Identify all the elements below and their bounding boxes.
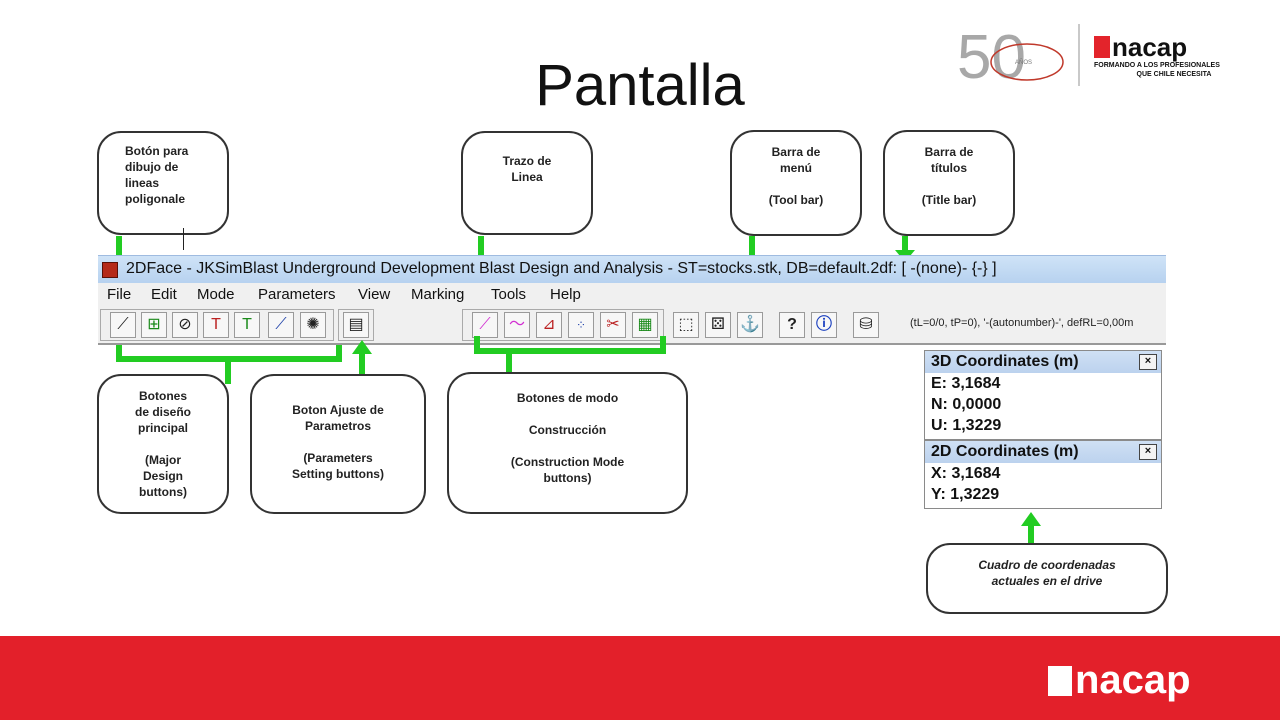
construction-group [462,309,664,341]
angle-icon[interactable]: ⊿ [536,312,562,338]
callout-coords-text: Cuadro de coordenadas actuales en el dri… [978,558,1116,588]
menu-tools[interactable]: Tools [491,286,527,303]
logo-ring-icon [990,43,1064,81]
charge-icon[interactable]: T [234,312,260,338]
inacap-wordmark: nacap [1112,32,1188,62]
inacap-footer-wordmark: nacap [1075,658,1191,702]
callout-title-bar: Barra de títulos (Title bar) [883,130,1015,236]
menu-help[interactable]: Help [550,286,581,303]
database-icon[interactable]: ⛁ [853,312,879,338]
scissors-icon[interactable]: ✂ [600,312,626,338]
anchor-icon[interactable]: ⚓ [737,312,763,338]
coords-2d-y: Y: 1,3229 [931,486,1000,503]
coords-3d-n: N: 0,0000 [931,396,1002,413]
fifty-years-logo: 50 AÑOS [957,23,1064,88]
coords-3d-title: 3D Coordinates (m) [931,353,1079,370]
toolbar: ⟋ ⊞ ⊘ T T ⟋ ✺ ▤ ⟋ 〜 ⊿ ⁘ ✂ ▦ ⬚ ⚄ ⚓ ? ⓘ ⛁ … [98,307,1166,345]
coords-2d-x: X: 3,1684 [931,465,1001,482]
callout-parameters-text: Boton Ajuste de Parametros (Parameters S… [292,403,384,481]
inacap-square-icon [1048,666,1072,696]
menu-marking[interactable]: Marking [411,286,465,303]
bracket-construction-bar [474,348,666,354]
coords-2d-panel: 2D Coordinates (m) × X: 3,1684 Y: 1,3229 [924,440,1162,509]
parameters-icon[interactable]: ▤ [343,312,369,338]
arrow-head-coords [1021,512,1041,526]
callout-parameters: Boton Ajuste de Parametros (Parameters S… [250,374,426,514]
bracket-construction-stem [506,352,512,374]
bracket-major-right [336,345,342,359]
line-trace-icon[interactable]: ⟋ [472,312,498,338]
inacap-logo-top: nacap [1094,32,1187,63]
inacap-square-icon [1094,36,1110,58]
points-icon[interactable]: ⁘ [568,312,594,338]
callout-menu-bar: Barra de menú (Tool bar) [730,130,862,236]
callout-major-design-text: Botones de diseño principal (Major Desig… [134,389,191,499]
callout-polyline-button: Botón para dibujo de lineas poligonale [97,131,229,235]
close-icon[interactable]: × [1139,354,1157,370]
callout-major-design: Botones de diseño principal (Major Desig… [97,374,229,514]
arrow-coords [1028,526,1034,546]
info-icon[interactable]: ⓘ [811,312,837,338]
callout-title-bar-text: Barra de títulos (Title bar) [921,145,977,207]
callout-construction-text: Botones de modo Construcción (Constructi… [510,391,625,485]
coords-3d-e: E: 3,1684 [931,375,1001,392]
logo-fifty: 50 [957,23,1026,88]
arrow-head-parameters [352,340,372,354]
menu-file[interactable]: File [107,286,132,303]
callout-coords-box: Cuadro de coordenadas actuales en el dri… [926,543,1168,614]
slide-title: Pantalla [535,53,745,118]
major-design-group [100,309,334,341]
status-text: (tL=0/0, tP=0), '-(autonumber)-', defRL=… [910,317,1134,329]
polyline-icon[interactable]: ⟋ [110,312,136,338]
menu-bar: File Edit Mode Parameters View Marking T… [98,283,1166,308]
bracket-major-bar [116,356,342,362]
add-icon[interactable]: ⊞ [141,312,167,338]
app-icon [102,262,118,278]
grid-icon[interactable]: ▦ [632,312,658,338]
window-title: 2DFace - JKSimBlast Underground Developm… [126,260,997,277]
hole-icon[interactable]: T [203,312,229,338]
logo-tagline-2: QUE CHILE NECESITA [1136,71,1212,78]
callout-construction: Botones de modo Construcción (Constructi… [447,372,688,514]
logo-divider [1078,24,1080,86]
callout-menu-bar-text: Barra de menú (Tool bar) [768,145,824,207]
menu-mode[interactable]: Mode [197,286,235,303]
bracket-construction-right [660,336,666,354]
bracket-construction-left [474,336,480,354]
bracket-major-stem [225,360,231,384]
coords-3d-u: U: 1,3229 [931,417,1002,434]
coords-2d-title: 2D Coordinates (m) [931,443,1079,460]
polyline-trace-icon[interactable]: 〜 [504,312,530,338]
coords-3d-header[interactable]: 3D Coordinates (m) × [925,351,1161,373]
line-icon[interactable]: ⟋ [268,312,294,338]
logo-tagline-1: FORMANDO A LOS PROFESIONALES [1094,62,1220,69]
menu-edit[interactable]: Edit [151,286,177,303]
close-icon[interactable]: × [1139,444,1157,460]
window-title-bar[interactable]: 2DFace - JKSimBlast Underground Developm… [98,255,1166,284]
bracket-major-left [116,345,122,359]
dice-icon[interactable]: ⚄ [705,312,731,338]
menu-view[interactable]: View [358,286,391,303]
arrow-title-bar [902,236,908,252]
coords-3d-panel: 3D Coordinates (m) × E: 3,1684 N: 0,0000… [924,350,1162,440]
menu-parameters[interactable]: Parameters [258,286,336,303]
callout-pointer-line [183,228,184,250]
arrow-parameters [359,354,365,378]
callout-line-trace-text: Trazo de Linea [502,154,552,184]
logo-anos: AÑOS [1015,59,1032,66]
callout-polyline-text: Botón para dibujo de lineas poligonale [125,144,189,206]
callout-line-trace: Trazo de Linea [461,131,593,235]
help-icon[interactable]: ? [779,312,805,338]
blast-icon[interactable]: ✺ [300,312,326,338]
coords-2d-header[interactable]: 2D Coordinates (m) × [925,441,1161,463]
select-icon[interactable]: ⬚ [673,312,699,338]
clock-icon[interactable]: ⊘ [172,312,198,338]
inacap-logo-bottom: nacap [1048,658,1191,703]
